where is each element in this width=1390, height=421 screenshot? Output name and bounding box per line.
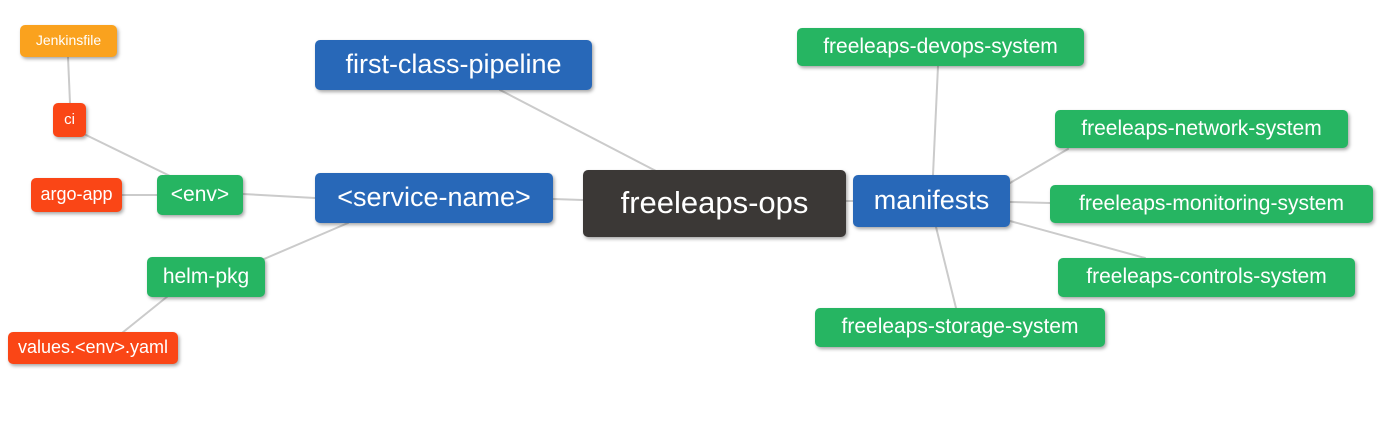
- node-first-class-pipeline[interactable]: first-class-pipeline: [315, 40, 592, 90]
- edge-service-name-to-helm-pkg: [263, 222, 349, 260]
- node-jenkinsfile[interactable]: Jenkinsfile: [20, 25, 117, 57]
- node-label: manifests: [873, 184, 990, 215]
- node-label: argo-app: [40, 184, 113, 204]
- edge-manifests-to-freeleaps-monitoring-system: [1009, 201, 1051, 204]
- edge-manifests-to-freeleaps-storage-system: [935, 226, 957, 309]
- node-label: values.<env>.yaml: [17, 337, 169, 357]
- node-freeleaps-devops-system[interactable]: freeleaps-devops-system: [797, 28, 1084, 66]
- node-label: first-class-pipeline: [345, 48, 562, 79]
- node-freeleaps-controls-system[interactable]: freeleaps-controls-system: [1058, 258, 1355, 297]
- node-label: Jenkinsfile: [35, 32, 102, 48]
- node-service-name[interactable]: <service-name>: [315, 173, 553, 223]
- node-env[interactable]: <env>: [157, 175, 243, 215]
- edge-jenkinsfile-to-ci: [67, 56, 71, 104]
- node-argo-app[interactable]: argo-app: [31, 178, 122, 212]
- node-label: freeleaps-controls-system: [1086, 265, 1327, 288]
- node-label: freeleaps-storage-system: [841, 315, 1079, 338]
- node-freeleaps-network-system[interactable]: freeleaps-network-system: [1055, 110, 1348, 148]
- node-label: helm-pkg: [162, 264, 250, 288]
- edge-manifests-to-freeleaps-network-system: [1009, 148, 1069, 184]
- edge-service-name-to-freeleaps-ops: [552, 198, 584, 201]
- node-label: freeleaps-monitoring-system: [1079, 191, 1344, 215]
- edge-env-to-service-name: [242, 193, 316, 199]
- node-label: <service-name>: [337, 181, 531, 212]
- edge-manifests-to-freeleaps-controls-system: [1009, 220, 1146, 259]
- edge-ci-to-env: [85, 134, 171, 177]
- node-label: ci: [64, 110, 75, 128]
- edge-helm-pkg-to-values-env-yaml: [121, 295, 169, 334]
- node-label: freeleaps-network-system: [1081, 116, 1322, 140]
- node-manifests[interactable]: manifests: [853, 175, 1010, 227]
- node-ci[interactable]: ci: [53, 103, 86, 137]
- node-freeleaps-ops[interactable]: freeleaps-ops: [583, 170, 846, 237]
- edge-manifests-to-freeleaps-devops-system: [932, 65, 939, 176]
- node-freeleaps-monitoring-system[interactable]: freeleaps-monitoring-system: [1050, 185, 1373, 223]
- edge-first-class-pipeline-to-freeleaps-ops: [499, 89, 657, 172]
- node-label: freeleaps-devops-system: [823, 34, 1058, 58]
- node-label: <env>: [170, 182, 230, 206]
- node-freeleaps-storage-system[interactable]: freeleaps-storage-system: [815, 308, 1105, 347]
- node-helm-pkg[interactable]: helm-pkg: [147, 257, 265, 297]
- node-label: freeleaps-ops: [620, 185, 809, 220]
- node-values-env-yaml[interactable]: values.<env>.yaml: [8, 332, 178, 364]
